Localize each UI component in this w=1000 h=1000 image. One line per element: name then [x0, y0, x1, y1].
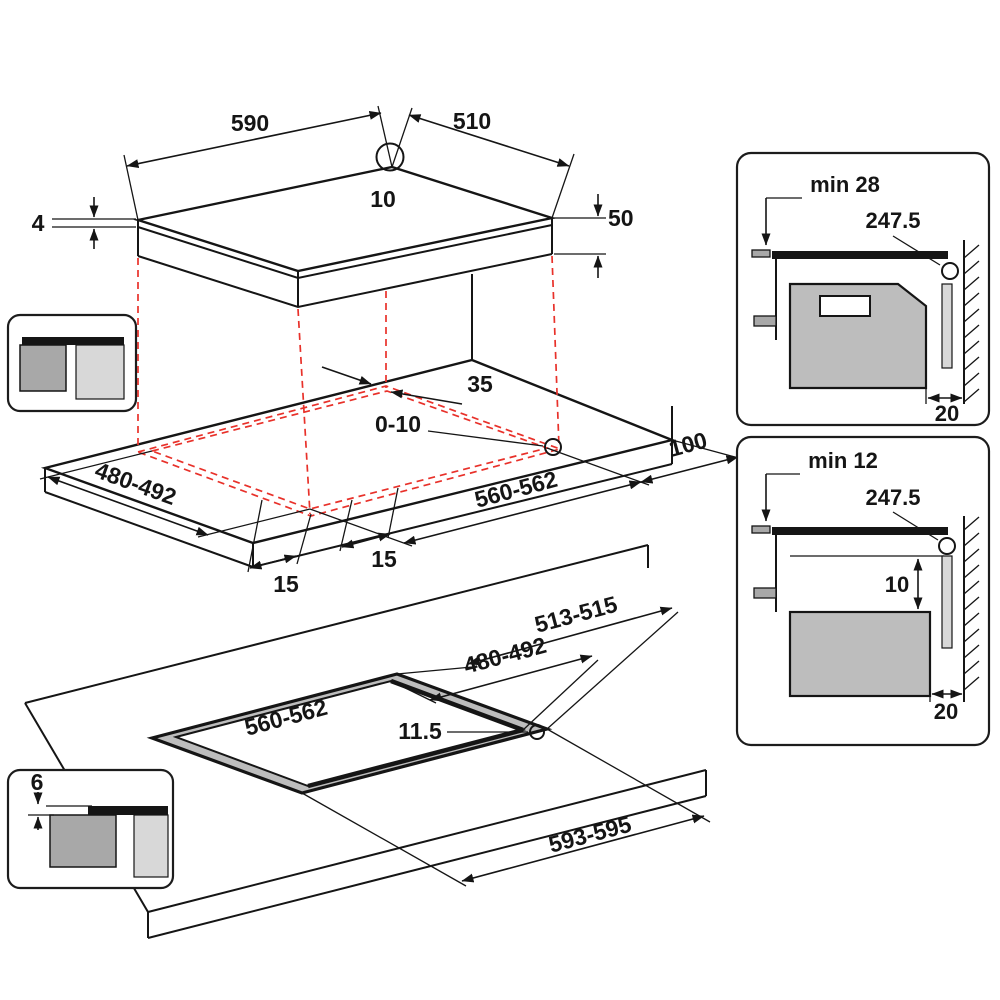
worktop-cutout-view: [40, 274, 676, 568]
oven-vent: [819, 295, 871, 317]
hob-glass-section: [772, 251, 948, 259]
edge-gap-callout-circle: [544, 438, 562, 456]
hob-body-block: [19, 344, 67, 392]
corner-radius-circle: [375, 142, 405, 172]
glass-overlay-bar: [22, 337, 124, 345]
mount-bracket-top: [751, 249, 771, 258]
oven-clearance-section-top: min 28 247.5 20: [735, 151, 991, 427]
ledge-callout-circle: [529, 724, 545, 740]
worktop-block-flush: [133, 814, 169, 878]
wall-distance-callout-circle: [941, 262, 959, 280]
mount-bracket-lower-b: [753, 587, 777, 599]
wall-distance-callout-circle-b: [938, 537, 956, 555]
dim-recess-depth: 6: [31, 769, 44, 795]
dim-ledge: 11.5: [398, 718, 442, 744]
hob-body-block-flush: [49, 814, 117, 868]
label-wall-distance-bottom: 247.5: [865, 485, 920, 510]
label-wall-gap-bottom: 20: [934, 699, 958, 724]
label-oven-gap: 10: [885, 572, 909, 597]
dim-glass-thickness: 4: [32, 210, 45, 236]
label-wall-distance-top: 247.5: [865, 208, 920, 233]
oven-clearance-section-bottom: min 12 247.5 10 20: [735, 435, 991, 747]
label-min-clearance-top: min 28: [810, 172, 880, 197]
dim-hob-height: 50: [608, 205, 634, 231]
dim-margin-front: 15: [273, 571, 299, 597]
oven-body-b: [788, 610, 932, 698]
flush-cutout-view: 560-562 11.5 480-492 513-515 593-595: [24, 544, 711, 939]
mount-bracket-lower: [753, 315, 777, 327]
hob-body: [137, 253, 553, 309]
flush-glass-bar: [88, 806, 168, 815]
label-min-clearance-bottom: min 12: [808, 448, 878, 473]
inner-cutout-hole: [172, 679, 527, 788]
hob-isometric-view: 590 510 10 4 50: [32, 105, 634, 309]
flush-mount-detail: 6: [6, 768, 175, 890]
label-wall-gap-top: 20: [935, 401, 959, 426]
dim-rear-clearance: 35: [467, 371, 493, 397]
hob-footprint-outline: [135, 385, 563, 517]
worktop-block: [75, 344, 125, 400]
dim-flush-outer-depth: 513-515: [532, 591, 620, 638]
hob-glass-top: [133, 165, 557, 273]
dim-hob-width: 590: [231, 110, 269, 136]
heat-baffle: [941, 283, 953, 369]
dim-corner-radius: 10: [370, 186, 396, 212]
dim-hob-depth: 510: [453, 108, 491, 134]
heat-baffle-b: [941, 555, 953, 649]
dim-edge-gap: 0-10: [375, 411, 421, 437]
dim-margin-side: 15: [371, 546, 397, 572]
dim-flush-outer-width: 593-595: [546, 811, 634, 858]
standard-mount-detail: [6, 313, 138, 413]
hob-glass-section-b: [772, 527, 948, 535]
mount-bracket-top-b: [751, 525, 771, 534]
